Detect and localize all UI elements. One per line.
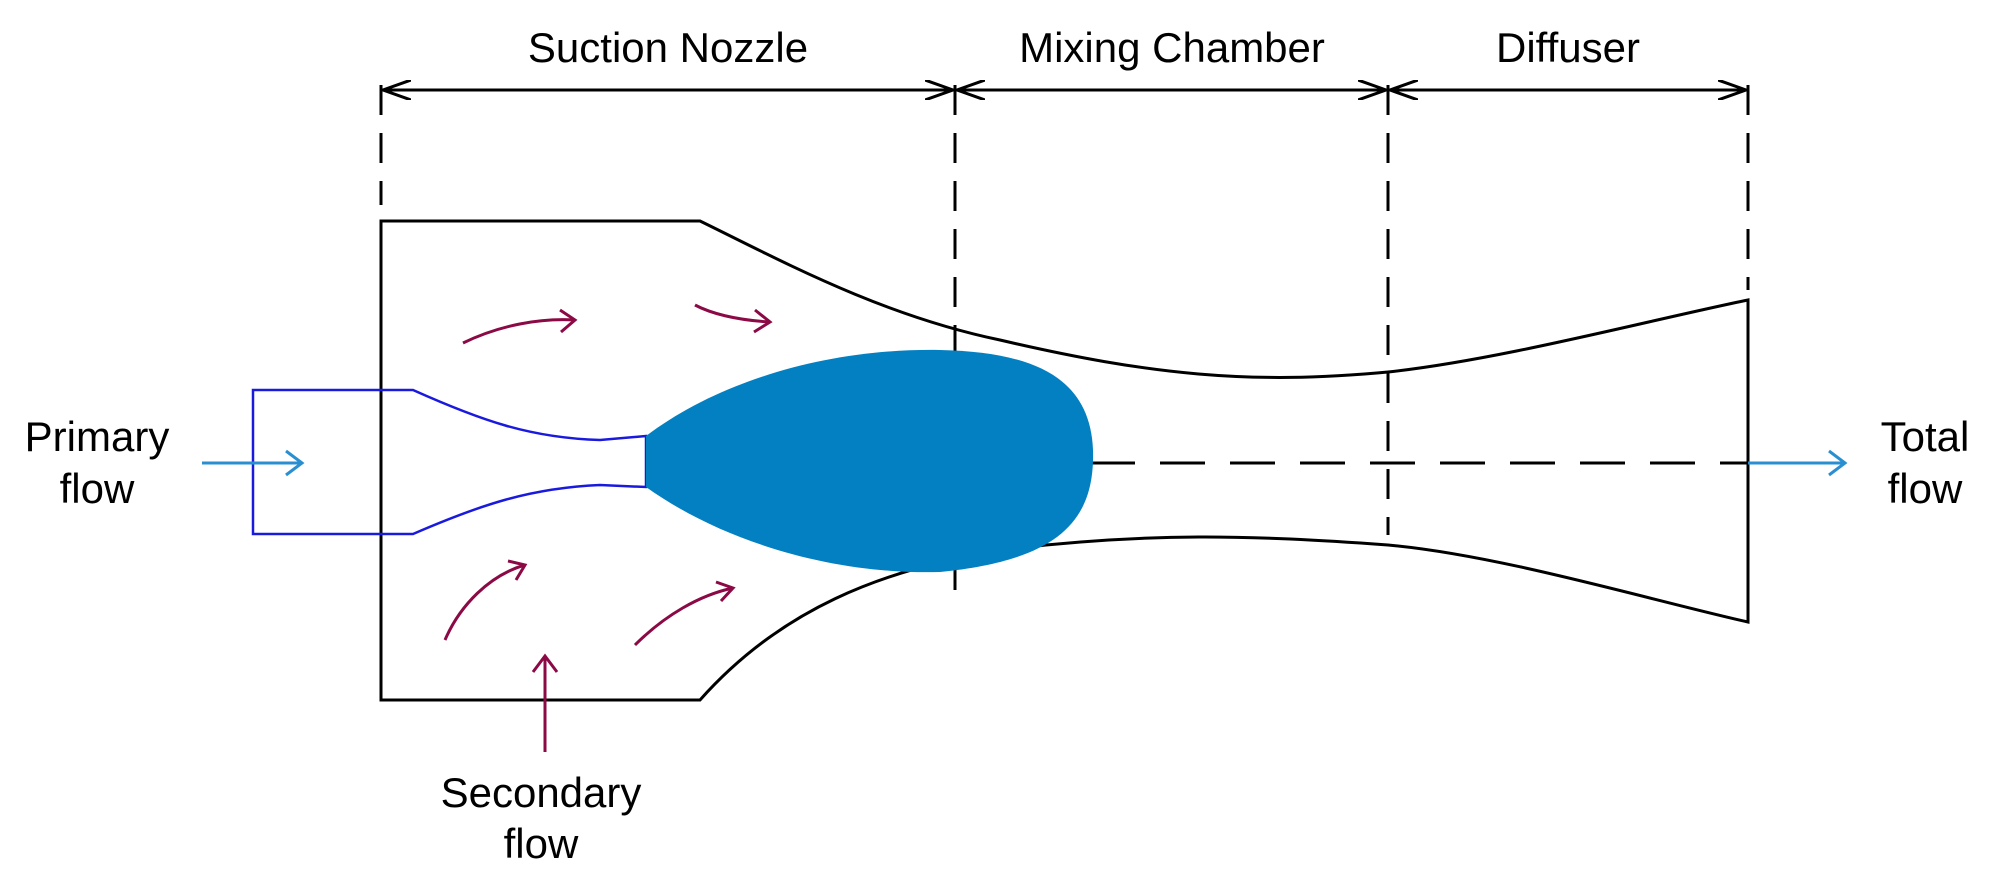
label-primary-flow-line2: flow — [60, 465, 135, 512]
label-diffuser: Diffuser — [1496, 24, 1640, 71]
secondary-arrow-vertical — [531, 653, 559, 752]
secondary-arrow-lower-right — [633, 580, 736, 647]
total-flow-arrow — [1748, 449, 1848, 477]
label-total-flow-line2: flow — [1888, 465, 1963, 512]
primary-flow-arrow — [202, 449, 305, 477]
primary-nozzle — [251, 388, 648, 536]
label-total-flow-line1: Total — [1881, 413, 1970, 460]
label-mixing-chamber: Mixing Chamber — [1019, 24, 1325, 71]
secondary-arrow-upper-left — [462, 308, 578, 345]
secondary-arrow-upper-right — [694, 303, 773, 334]
secondary-arrow-lower-left — [443, 559, 528, 641]
primary-jet-plume — [646, 349, 1094, 573]
label-secondary-flow-line2: flow — [504, 820, 579, 867]
label-primary-flow-line1: Primary — [25, 413, 170, 460]
label-secondary-flow-line1: Secondary — [441, 769, 642, 816]
secondary-flow-arrows — [443, 303, 773, 752]
label-suction-nozzle: Suction Nozzle — [528, 24, 808, 71]
